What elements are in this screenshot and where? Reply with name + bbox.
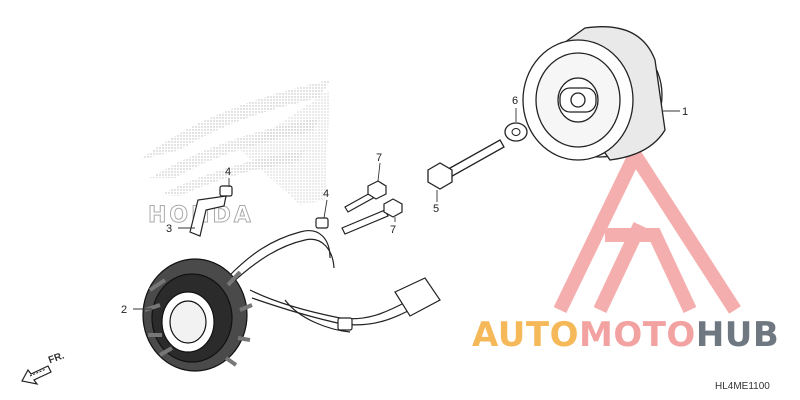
bolt-stator xyxy=(315,217,329,229)
watermark-triangle-logo xyxy=(553,140,741,314)
callout-stator: 2 xyxy=(121,304,127,316)
watermark-part-hub: HUB xyxy=(695,315,780,355)
flywheel xyxy=(522,26,666,161)
watermark-text: AUTOMOTOHUB xyxy=(472,318,779,352)
leader-lines xyxy=(133,108,680,310)
flywheel-bolt xyxy=(427,139,505,190)
bolt-lower xyxy=(341,198,403,235)
stator xyxy=(142,258,253,372)
watermark-part-moto: MOTO xyxy=(578,315,696,355)
callout-bolt-stator: 4 xyxy=(323,188,329,200)
callout-flywheel-bolt: 5 xyxy=(433,203,439,215)
callout-bolt-lower: 7 xyxy=(390,224,396,236)
watermark-part-auto: AUTO xyxy=(472,315,579,355)
front-arrow-icon xyxy=(21,365,52,385)
wire-clamp xyxy=(189,195,227,237)
washer xyxy=(504,122,528,142)
connector xyxy=(337,277,441,331)
bolt-upper xyxy=(344,180,387,213)
callout-bolt-clamp: 4 xyxy=(225,166,231,178)
honda-wing-logo: HONDA xyxy=(140,80,330,229)
callout-washer: 6 xyxy=(512,95,518,107)
callout-flywheel: 1 xyxy=(682,106,688,118)
wiring-harness xyxy=(229,230,415,333)
callout-bolt-upper: 7 xyxy=(376,152,382,164)
callout-clamp: 3 xyxy=(166,223,172,235)
diagram-code: HL4ME1100 xyxy=(715,381,770,392)
